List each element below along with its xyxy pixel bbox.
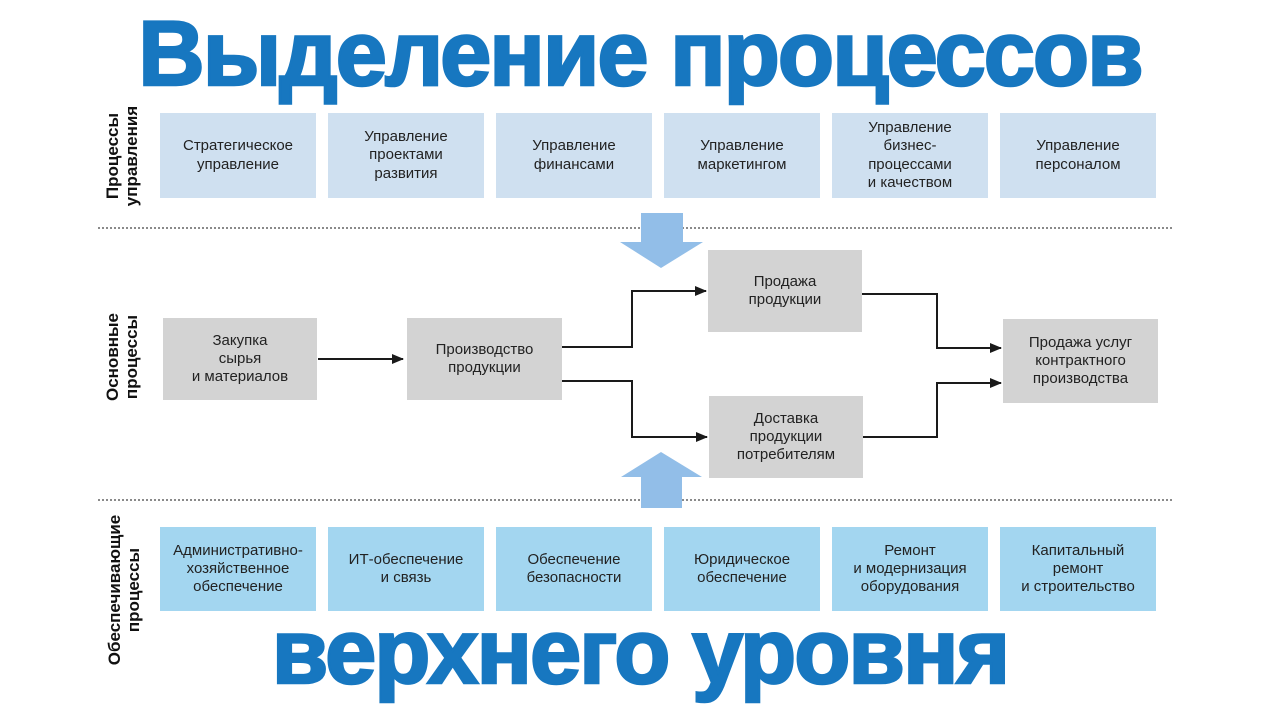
box-finance-management: Управление финансами — [496, 113, 652, 198]
page-title-line-1: Выделение процессов — [137, 3, 1145, 105]
box-admin-support: Административно- хозяйственное обеспечен… — [160, 527, 316, 611]
box-capital-construction: Капитальный ремонт и строительство — [1000, 527, 1156, 611]
box-label: Административно- хозяйственное обеспечен… — [173, 541, 303, 596]
box-security-support: Обеспечение безопасности — [496, 527, 652, 611]
box-contract-manufacturing-sales: Продажа услуг контрактного производства — [1003, 319, 1158, 403]
box-label: Продажа продукции — [748, 272, 822, 308]
box-product-sales: Продажа продукции — [708, 250, 862, 332]
management-row-label: Процессы управления — [102, 105, 141, 207]
box-hr-management: Управление персоналом — [1000, 113, 1156, 198]
box-legal-support: Юридическое обеспечение — [664, 527, 820, 611]
connector-sales-to-contract — [862, 293, 1002, 353]
box-raw-materials-purchase: Закупка сырья и материалов — [163, 318, 317, 400]
connector-production-to-delivery — [562, 380, 708, 442]
connector-production-to-sales — [562, 286, 707, 348]
box-label: Обеспечение безопасности — [526, 550, 622, 586]
box-label: Стратегическое управление — [182, 137, 294, 173]
down-arrow-icon — [620, 213, 703, 268]
box-label: Ремонт и модернизация оборудования — [853, 541, 967, 596]
box-marketing-management: Управление маркетингом — [664, 113, 820, 198]
page-title-line-2: верхнего уровня — [271, 601, 1012, 703]
box-label: Управление финансами — [532, 137, 616, 173]
box-label: Управление персоналом — [1035, 137, 1121, 173]
box-label: Управление проектами развития — [364, 128, 448, 182]
box-product-delivery: Доставка продукции потребителям — [709, 396, 863, 478]
box-label: Продажа услуг контрактного производства — [1028, 333, 1133, 388]
separator-main-support — [98, 499, 1172, 501]
box-label: Закупка сырья и материалов — [191, 331, 289, 386]
support-row-label: Обеспечивающие процессы — [104, 514, 143, 666]
box-development-projects: Управление проектами развития — [328, 113, 484, 198]
box-label: Капитальный ремонт и строительство — [1021, 541, 1135, 596]
box-label: Управление бизнес- процессами и качество… — [867, 118, 953, 191]
box-label: Доставка продукции потребителям — [736, 409, 836, 464]
box-strategic-management: Стратегическое управление — [160, 113, 316, 198]
separator-management-main — [98, 227, 1172, 229]
box-equipment-repair: Ремонт и модернизация оборудования — [832, 527, 988, 611]
box-business-process-quality: Управление бизнес- процессами и качество… — [832, 113, 988, 198]
box-label: Производство продукции — [435, 340, 534, 376]
box-label: Управление маркетингом — [697, 137, 787, 173]
connector-delivery-to-contract — [863, 378, 1002, 438]
box-production: Производство продукции — [407, 318, 562, 400]
box-label: ИТ-обеспечение и связь — [348, 550, 464, 586]
main-row-label: Основные процессы — [102, 312, 141, 402]
box-it-support: ИТ-обеспечение и связь — [328, 527, 484, 611]
box-label: Юридическое обеспечение — [693, 550, 791, 586]
